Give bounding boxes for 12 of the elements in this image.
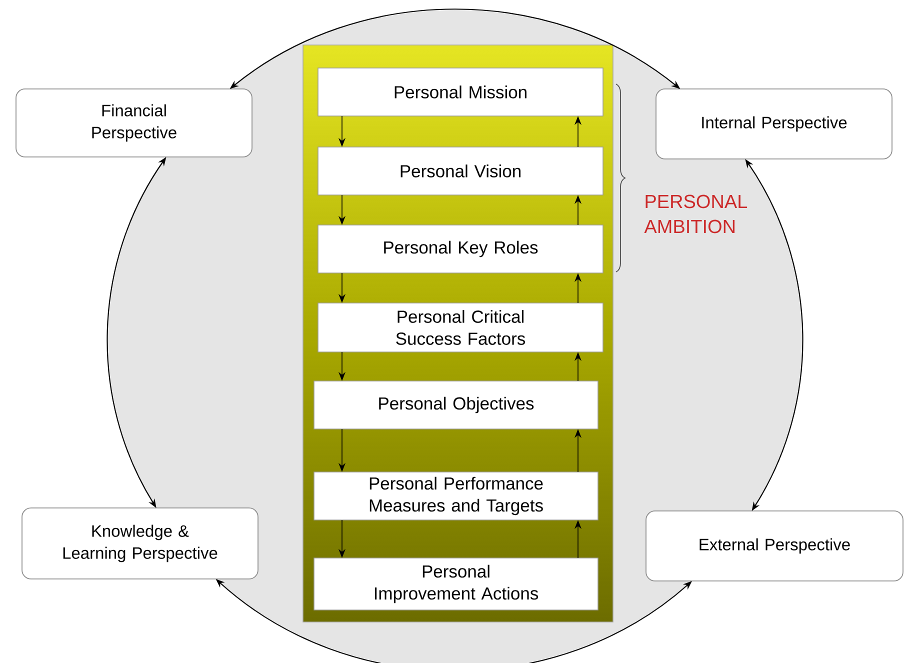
bracket-label: PERSONAL AMBITION — [644, 194, 748, 234]
perspective-box: Financial Perspective — [16, 88, 252, 158]
perspective-box: Knowledge & Learning Perspective — [22, 508, 258, 580]
step-box: Personal Critical Success Factors — [318, 302, 604, 352]
step-box: Personal Improvement Actions — [314, 558, 598, 610]
step-box: Personal Mission — [318, 68, 604, 116]
step-box: Personal Vision — [318, 146, 604, 196]
perspective-box: External Perspective — [646, 510, 904, 582]
perspective-box: Internal Perspective — [656, 88, 892, 160]
step-box: Personal Objectives — [314, 380, 598, 430]
step-box: Personal Key Roles — [318, 224, 604, 274]
step-box: Personal Performance Measures and Targets — [314, 472, 598, 520]
